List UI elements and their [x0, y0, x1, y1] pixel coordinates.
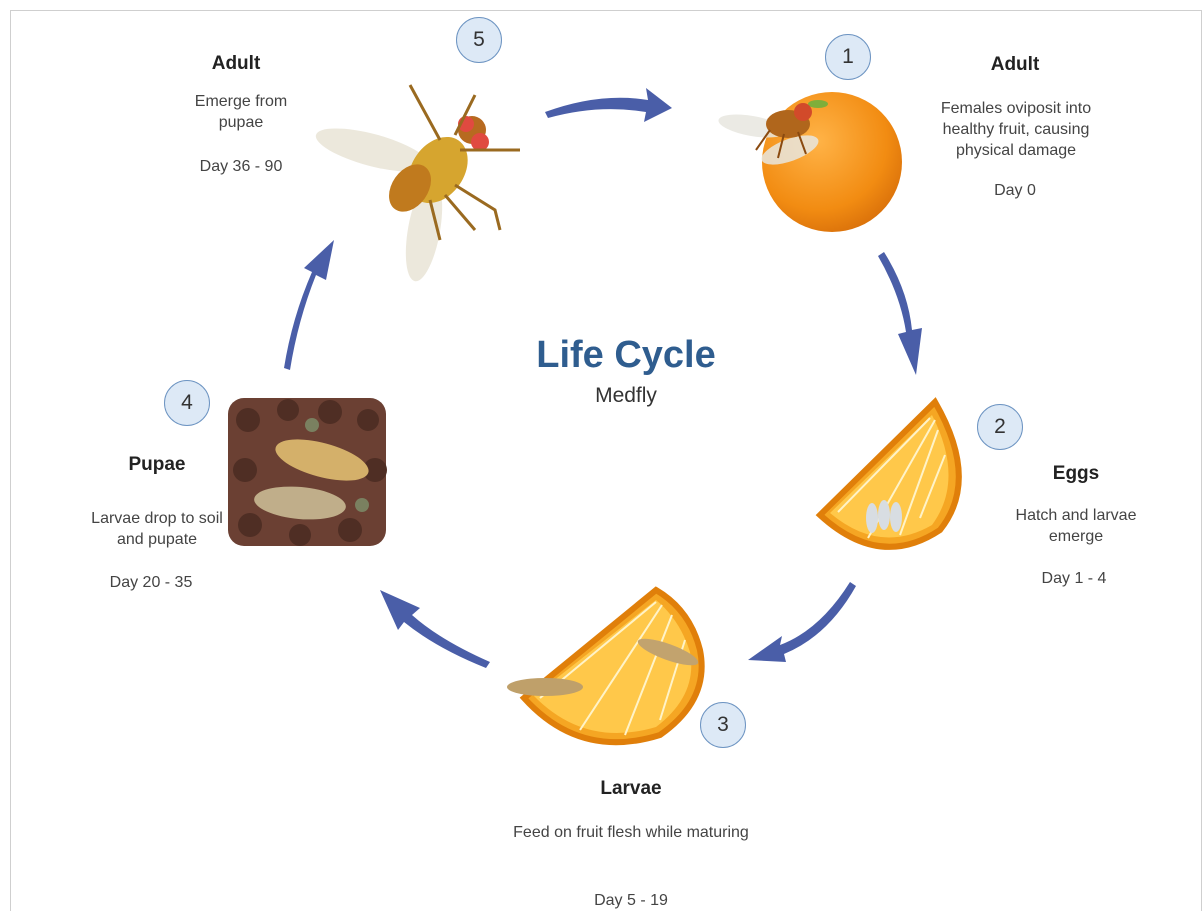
medfly-icon — [312, 85, 520, 284]
orange-slice-with-eggs-icon — [820, 402, 959, 547]
stage-description: Females oviposit into healthy fruit, cau… — [921, 98, 1111, 161]
stage-days: Day 36 - 90 — [200, 158, 283, 176]
stage-description: Emerge from pupae — [171, 91, 311, 133]
stage-title: Eggs — [1053, 463, 1099, 485]
stage-days: Day 1 - 4 — [1042, 570, 1107, 588]
stage-days: Day 0 — [994, 182, 1036, 200]
arrow-3-to-4 — [380, 590, 490, 668]
orange-slice-with-larvae-icon — [507, 590, 702, 742]
stage-days: Day 5 - 19 — [594, 892, 668, 910]
stage-days: Day 20 - 35 — [110, 574, 193, 592]
diagram-title: Life Cycle — [536, 334, 716, 377]
stage-description: Hatch and larvae emerge — [1006, 505, 1146, 547]
stage-number-badge: 1 — [825, 34, 871, 80]
stage-number-badge: 5 — [456, 17, 502, 63]
stage-title: Adult — [212, 53, 261, 75]
stage-title: Pupae — [128, 454, 185, 476]
fly-on-orange-icon — [717, 92, 902, 232]
diagram-subtitle: Medfly — [595, 384, 657, 408]
arrow-1-to-2 — [878, 252, 922, 375]
stage-title: Adult — [991, 54, 1040, 76]
pupae-in-soil-icon — [228, 398, 387, 546]
arrow-2-to-3 — [748, 582, 856, 662]
arrow-5-to-1 — [545, 88, 672, 122]
stage-title: Larvae — [600, 778, 661, 800]
stage-description: Larvae drop to soil and pupate — [82, 508, 232, 550]
stage-number-badge: 3 — [700, 702, 746, 748]
stage-description: Feed on fruit flesh while maturing — [511, 822, 751, 843]
stage-number-badge: 4 — [164, 380, 210, 426]
stage-number-badge: 2 — [977, 404, 1023, 450]
arrow-4-to-5 — [284, 240, 334, 370]
